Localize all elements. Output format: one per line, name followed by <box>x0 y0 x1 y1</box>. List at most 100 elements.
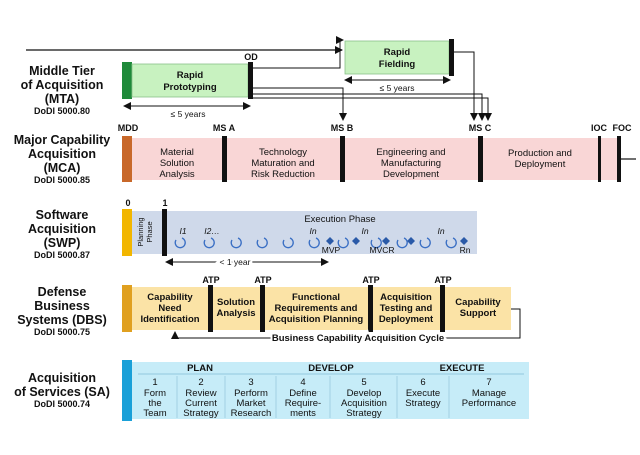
mta-title-line2: of Acquisition <box>21 78 104 92</box>
od-to-msb-arrow <box>253 87 347 121</box>
dbs-box2-l2: Analysis <box>216 308 255 319</box>
sa-step4-l2: Define <box>289 388 316 399</box>
mca-phase3-l1: Engineering and <box>376 147 445 158</box>
swp-iter-5: In <box>437 226 444 236</box>
sa-step3-l1: 3 <box>248 377 253 388</box>
sa-dodi: DoDI 5000.74 <box>34 399 90 409</box>
sa-start-bar <box>122 360 132 421</box>
swp-mvp: MVP <box>322 245 341 255</box>
mca-phase1-l1: Material <box>160 147 194 158</box>
swp-planning-l2: Phase <box>145 221 154 242</box>
sa-step6-l3: Strategy <box>405 398 441 409</box>
iteration-cycle-icon <box>396 237 408 249</box>
dbs-atp-bar-2 <box>260 285 265 332</box>
iteration-cycle-icon <box>308 237 320 249</box>
rapid-fielding-box <box>344 40 450 75</box>
mca-phase2-box <box>227 138 340 180</box>
mca-title-line3: (MCA) <box>44 161 81 175</box>
mta-title-line1: Middle Tier <box>29 64 95 78</box>
iteration-cycle-icon <box>230 237 242 249</box>
sa-step-dividers <box>176 376 450 418</box>
mta-section: Middle Tier of Acquisition (MTA) DoDI 50… <box>21 36 492 121</box>
mca-phase5-box <box>601 138 617 180</box>
swp-planning-box <box>132 211 162 254</box>
mca-phase1-l2: Solution <box>160 158 194 169</box>
sa-step4-l4: ments <box>290 408 316 419</box>
mca-phase3-l3: Development <box>383 169 439 180</box>
sa-execute: EXECUTE <box>440 363 485 374</box>
mca-phase2-l3: Risk Reduction <box>251 169 315 180</box>
dbs-box4 <box>373 287 440 330</box>
mca-mdd: MDD <box>118 123 139 133</box>
swp-duration: < 1 year <box>220 257 251 267</box>
od-to-msc-arrow-1 <box>253 93 486 121</box>
dbs-atp-bar-1 <box>208 285 213 332</box>
dbs-atp-4: ATP <box>434 275 451 285</box>
sa-plan: PLAN <box>187 363 213 374</box>
swp-iteration-cycles <box>174 237 457 249</box>
mvcr-diamond-icon <box>382 237 390 245</box>
sa-step5-l1: 5 <box>361 377 366 388</box>
mca-phase1-box <box>132 138 222 180</box>
swp-rn: Rn <box>460 245 471 255</box>
mca-msa: MS A <box>213 123 236 133</box>
rapid-prototyping-label-2: Prototyping <box>163 82 216 93</box>
dbs-box1-l3: Identification <box>140 314 199 325</box>
iteration-cycle-icon <box>370 237 382 249</box>
sa-box <box>132 362 529 419</box>
mca-ioc-bar <box>598 136 601 182</box>
sa-develop: DEVELOP <box>308 363 354 374</box>
od-to-msc-arrow-2 <box>253 97 492 121</box>
rapid-fielding-label-1: Rapid <box>384 47 411 58</box>
dbs-box5-l1: Capability <box>455 297 501 308</box>
mca-phase2-l2: Maturation and <box>251 158 314 169</box>
rapid-prototyping-label-1: Rapid <box>177 70 204 81</box>
swp-release-diamonds <box>326 237 468 245</box>
swp-planning-end-bar <box>162 209 167 256</box>
sa-step2-l3: Current <box>185 398 217 409</box>
dbs-box3 <box>265 287 368 330</box>
dbs-box3-l1: Functional <box>292 292 340 303</box>
dbs-box4-l2: Testing and <box>380 303 433 314</box>
swp-iter-2: I2… <box>204 226 220 236</box>
sa-step3-l4: Research <box>231 408 272 419</box>
sa-step6-l2: Execute <box>406 388 440 399</box>
mca-title-line2: Acquisition <box>28 147 96 161</box>
sa-step2-l2: Review <box>185 388 216 399</box>
mvp-diamond-icon <box>326 237 334 245</box>
sa-step3-l3: Market <box>236 398 265 409</box>
mca-phase4-l1: Production and <box>508 148 572 159</box>
sa-step1-l2: Form <box>144 388 166 399</box>
dbs-box3-l2: Requirements and <box>275 303 358 314</box>
dbs-box2 <box>213 287 260 330</box>
swp-marker-0: 0 <box>125 198 130 208</box>
dbs-atp-2: ATP <box>254 275 271 285</box>
swp-title-line2: Acquisition <box>28 222 96 236</box>
dbs-section: Defense Business Systems (DBS) DoDI 5000… <box>17 275 521 346</box>
release-diamond-icon <box>407 237 415 245</box>
swp-execution-label: Execution Phase <box>304 214 375 225</box>
dbs-dodi: DoDI 5000.75 <box>34 327 90 337</box>
dbs-box1-l2: Need <box>158 303 181 314</box>
sa-title-line1: Acquisition <box>28 371 96 385</box>
dbs-cycle-arrow <box>171 308 521 339</box>
swp-iter-4: In <box>361 226 368 236</box>
mca-phase1-l3: Analysis <box>159 169 195 180</box>
sa-step5-l4: Strategy <box>346 408 382 419</box>
mta-proto-duration: ≤ 5 years <box>171 109 206 119</box>
mca-msa-bar <box>222 136 227 182</box>
dbs-atp-1: ATP <box>202 275 219 285</box>
iteration-cycle-icon <box>203 237 215 249</box>
mta-field-duration: ≤ 5 years <box>380 83 415 93</box>
dbs-title-line1: Defense <box>38 285 87 299</box>
release-diamond-icon <box>352 237 360 245</box>
dbs-start-bar <box>122 285 132 332</box>
mca-foc-bar <box>617 136 621 182</box>
sa-section: Acquisition of Services (SA) DoDI 5000.7… <box>14 360 529 421</box>
mca-msb: MS B <box>331 123 354 133</box>
sa-title-line2: of Services (SA) <box>14 385 110 399</box>
sa-step3-l2: Perform <box>234 388 268 399</box>
dbs-title-line2: Business <box>34 299 90 313</box>
mca-phase2-l1: Technology <box>259 147 307 158</box>
mta-od-label: OD <box>244 52 258 62</box>
